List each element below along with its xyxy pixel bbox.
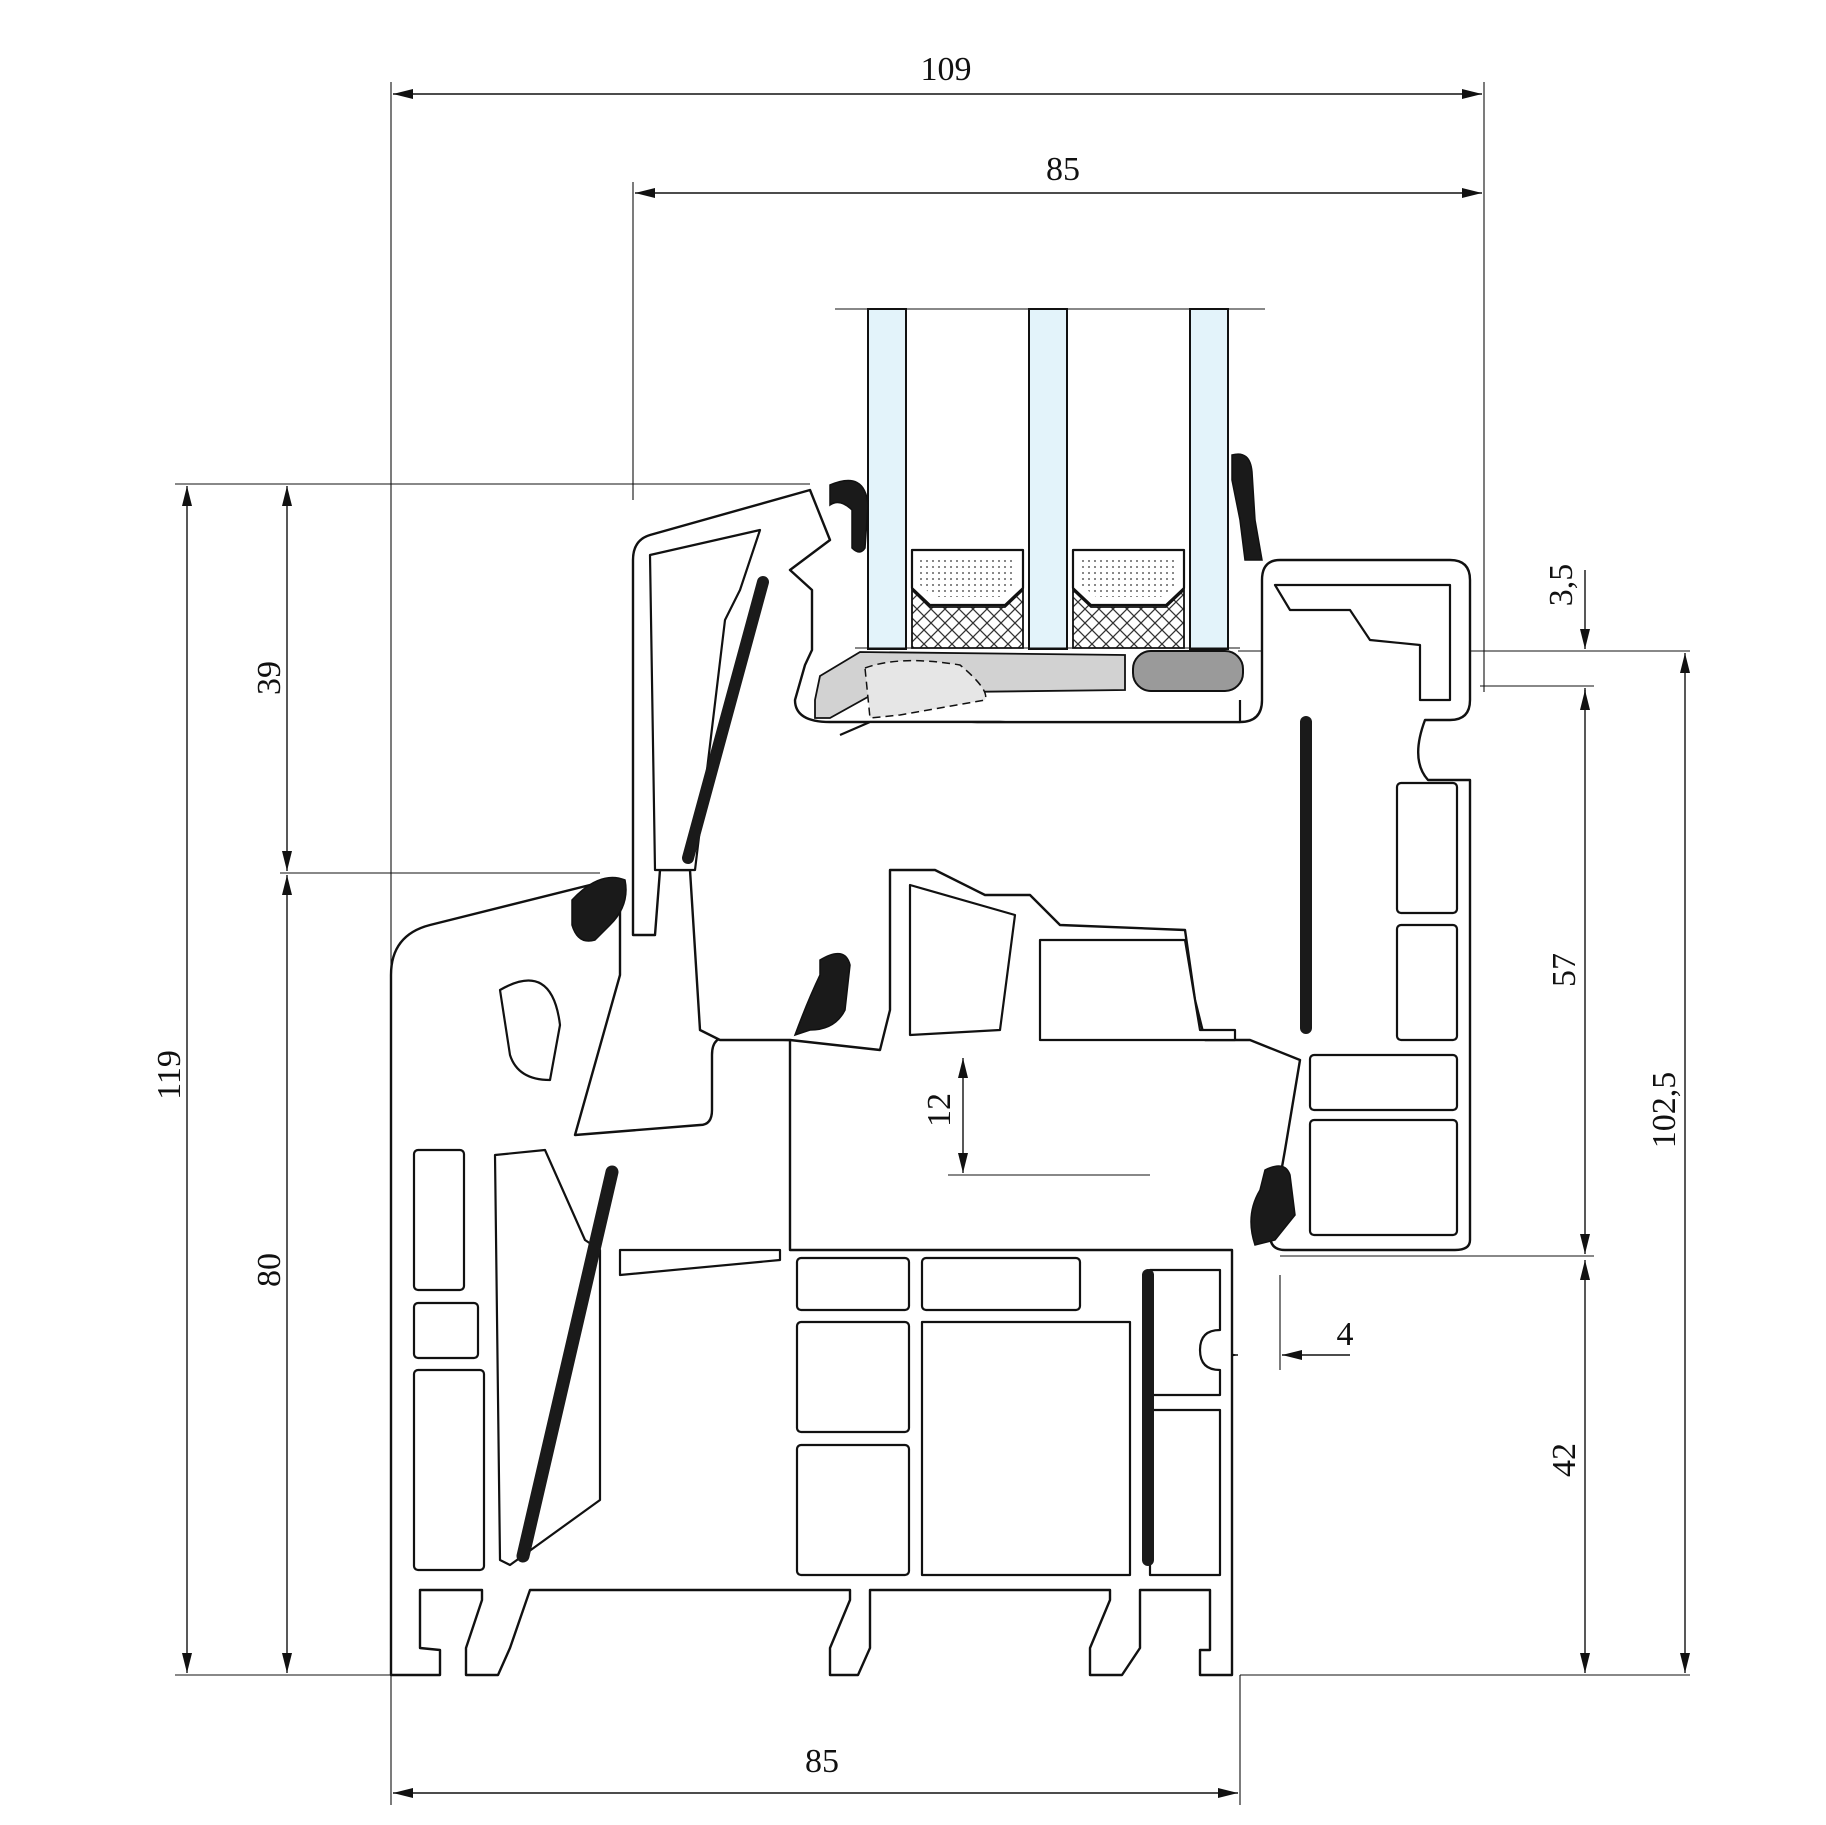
dim-rebate-height: 12	[921, 1093, 958, 1127]
dim-frame-height: 80	[251, 1253, 288, 1287]
dim-glazing-height: 57	[1546, 953, 1583, 987]
dimension-lines	[175, 82, 1690, 1805]
dim-overlap: 4	[1337, 1316, 1354, 1353]
dimension-labels: 109 85 85 4 119 39 80 3,5 57 102,5 42 12	[151, 51, 1683, 1780]
glazing-clip	[864, 659, 987, 719]
inner-glass-gasket	[1231, 453, 1263, 561]
dim-glass-offset: 3,5	[1543, 564, 1580, 607]
dim-sash-width: 85	[1046, 151, 1080, 188]
frame-center-gasket	[793, 952, 851, 1037]
steel-reinforcements	[516, 576, 1312, 1566]
dim-frame-right-height: 42	[1546, 1443, 1583, 1477]
sash-profile	[631, 488, 1472, 1252]
gaskets	[571, 453, 1296, 1246]
sash-diagonal-steel	[682, 576, 769, 864]
glass-pane-inner	[1189, 308, 1229, 650]
triple-glazing	[835, 308, 1265, 650]
frame-inner-gasket	[1250, 1165, 1296, 1246]
dim-total-right-height: 102,5	[1646, 1072, 1683, 1149]
glass-pane-outer	[867, 308, 907, 650]
dim-frame-width: 85	[805, 1743, 839, 1780]
dim-overall-height: 119	[151, 1050, 188, 1100]
frame-diagonal-steel	[516, 1165, 619, 1563]
outer-glass-gasket	[829, 479, 869, 553]
dim-overall-width: 109	[921, 51, 972, 88]
glazing-blocks	[814, 647, 1244, 719]
frame-profile	[389, 883, 1234, 1677]
sash-outer-gasket	[571, 876, 627, 942]
dim-sash-height: 39	[251, 661, 288, 695]
glazing-block	[1132, 650, 1244, 692]
glass-pane-middle	[1028, 308, 1068, 650]
